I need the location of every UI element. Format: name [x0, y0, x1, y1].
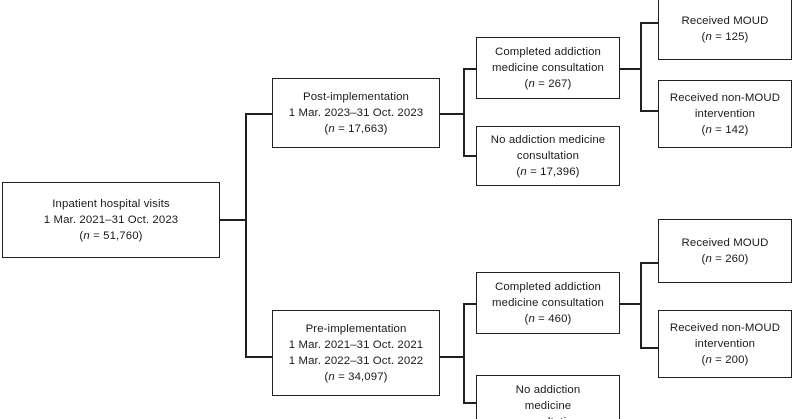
node-pre-received-non-moud[interactable]: Received non-MOUD intervention (n = 200)	[658, 310, 792, 378]
node-line: Inpatient hospital visits	[52, 197, 170, 210]
node-inpatient-hospital-visits[interactable]: Inpatient hospital visits 1 Mar. 2021–31…	[2, 182, 220, 258]
node-line: Post-implementation	[303, 90, 409, 103]
node-post-received-non-moud[interactable]: Received non-MOUD intervention (n = 142)	[658, 80, 792, 148]
node-pre-completed-consultation[interactable]: Completed addiction medicine consultatio…	[476, 272, 620, 334]
node-line: consultation	[516, 149, 580, 162]
node-line-count: (n = 260)	[701, 253, 749, 265]
node-post-completed-consultation[interactable]: Completed addiction medicine consultatio…	[476, 37, 620, 99]
connector-pre-consult-trunk	[640, 262, 642, 348]
node-pre-implementation[interactable]: Pre-implementation 1 Mar. 2021–31 Oct. 2…	[272, 310, 440, 396]
node-line: intervention	[694, 337, 756, 350]
node-line-count: (n = 200)	[701, 354, 749, 367]
node-line: intervention	[694, 107, 756, 120]
node-line: No addiction	[515, 384, 581, 396]
connector-post-consult-trunk	[640, 22, 642, 111]
node-line: Received non-MOUD	[669, 321, 781, 334]
node-line-count: (n = 142)	[701, 124, 749, 137]
node-line-count: (n = 267)	[524, 78, 572, 91]
connector-pre-to-consult	[463, 303, 477, 305]
node-line: medicine consultation	[492, 296, 604, 309]
connector-post-to-noconsult	[463, 155, 477, 157]
node-line: medicine	[524, 400, 572, 413]
node-pre-received-moud[interactable]: Received MOUD (n = 260)	[658, 219, 792, 283]
node-line-count: (n = 34,097)	[324, 371, 388, 384]
connector-post-stem	[440, 113, 464, 115]
node-line: consultation	[517, 414, 579, 419]
connector-pre-consult-stem	[620, 303, 642, 305]
node-line: Completed addiction	[494, 45, 601, 58]
node-line: 1 Mar. 2021–31 Oct. 2023	[43, 213, 179, 226]
connector-root-stem	[220, 219, 246, 221]
node-line-count: (n = 460)	[524, 313, 572, 326]
node-post-received-moud[interactable]: Received MOUD (n = 125)	[658, 0, 792, 60]
node-line: No addiction medicine	[490, 133, 606, 146]
connector-root-to-post	[245, 113, 273, 115]
node-line: medicine consultation	[492, 61, 604, 74]
connector-post-to-consult	[463, 68, 477, 70]
connector-pre-trunk	[463, 303, 465, 403]
connector-pre-to-noconsult	[463, 402, 477, 404]
node-line: Received MOUD	[681, 14, 769, 27]
connector-post-consult-to-nonmoud	[640, 110, 659, 112]
node-line: Completed addiction	[494, 280, 601, 293]
node-line: Pre-implementation	[305, 322, 407, 335]
connector-post-consult-stem	[620, 68, 642, 70]
node-line: 1 Mar. 2021–31 Oct. 2021	[288, 338, 424, 351]
connector-pre-consult-to-moud	[640, 262, 659, 264]
connector-root-trunk	[245, 113, 247, 357]
connector-root-to-pre	[245, 356, 273, 358]
node-line: Received non-MOUD	[669, 91, 781, 104]
node-post-no-consultation[interactable]: No addiction medicine consultation (n = …	[476, 126, 620, 186]
node-line: 1 Mar. 2023–31 Oct. 2023	[288, 106, 424, 119]
node-line-count: (n = 51,760)	[79, 230, 143, 243]
node-line: Received MOUD	[681, 236, 769, 249]
node-line-count: (n = 17,663)	[324, 123, 388, 136]
node-pre-no-consultation[interactable]: No addiction medicine consultation	[476, 375, 620, 419]
connector-post-trunk	[463, 68, 465, 156]
node-line-count: (n = 17,396)	[516, 166, 580, 179]
connector-pre-stem	[440, 356, 464, 358]
node-line-count: (n = 125)	[701, 31, 749, 43]
node-line: 1 Mar. 2022–31 Oct. 2022	[288, 355, 424, 367]
node-post-implementation[interactable]: Post-implementation 1 Mar. 2023–31 Oct. …	[272, 78, 440, 148]
connector-post-consult-to-moud	[640, 22, 659, 24]
connector-pre-consult-to-nonmoud	[640, 347, 659, 349]
